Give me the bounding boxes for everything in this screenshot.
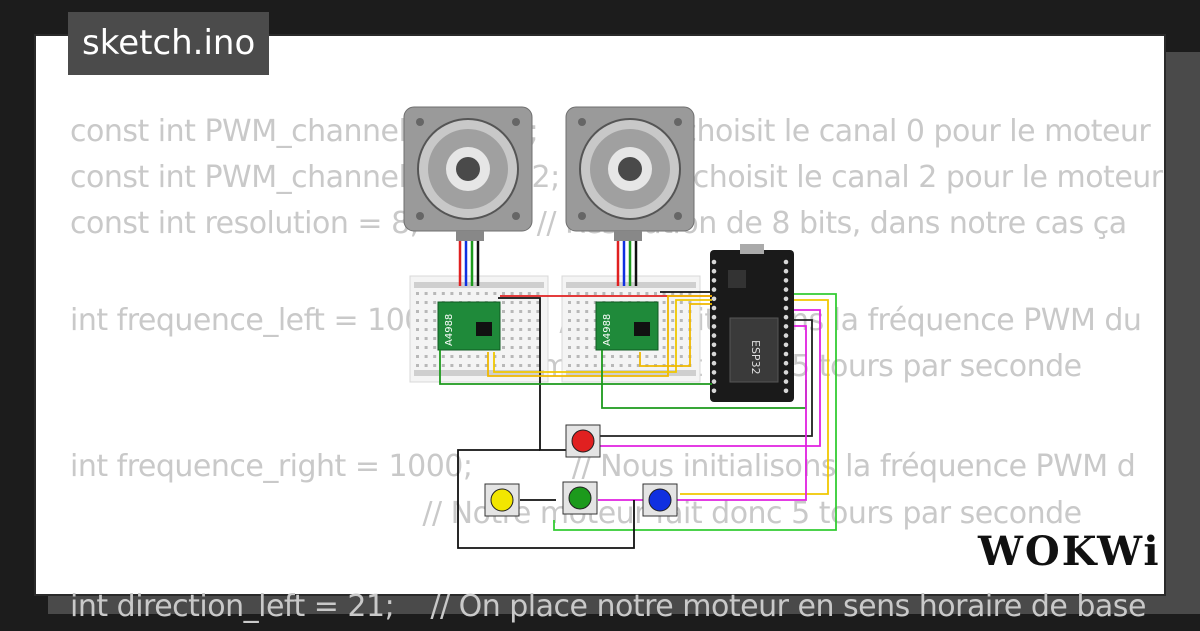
code-line: int frequence_right = 1000; // Nous init…	[70, 449, 1136, 484]
stepper-motor-right[interactable]	[565, 106, 695, 232]
mcu-label: ESP32	[749, 340, 762, 375]
pushbutton-blue[interactable]	[642, 483, 678, 517]
a4988-driver-right[interactable]: A4988	[595, 301, 659, 351]
wokwi-logo: WOKWi	[978, 528, 1161, 575]
driver-label: A4988	[602, 314, 613, 346]
motor-cables	[456, 231, 642, 286]
code-line: int direction_left = 21; // On place not…	[70, 589, 1146, 624]
project-title[interactable]: sketch.ino	[68, 12, 270, 75]
pushbutton-yellow[interactable]	[484, 483, 520, 517]
pushbutton-red[interactable]	[565, 424, 601, 458]
stepper-motor-left[interactable]	[403, 106, 533, 232]
driver-label: A4988	[444, 314, 455, 346]
a4988-driver-left[interactable]: A4988	[437, 301, 501, 351]
wires	[439, 291, 837, 549]
pushbutton-green[interactable]	[562, 481, 598, 515]
esp32-board[interactable]: ESP32	[710, 244, 794, 402]
